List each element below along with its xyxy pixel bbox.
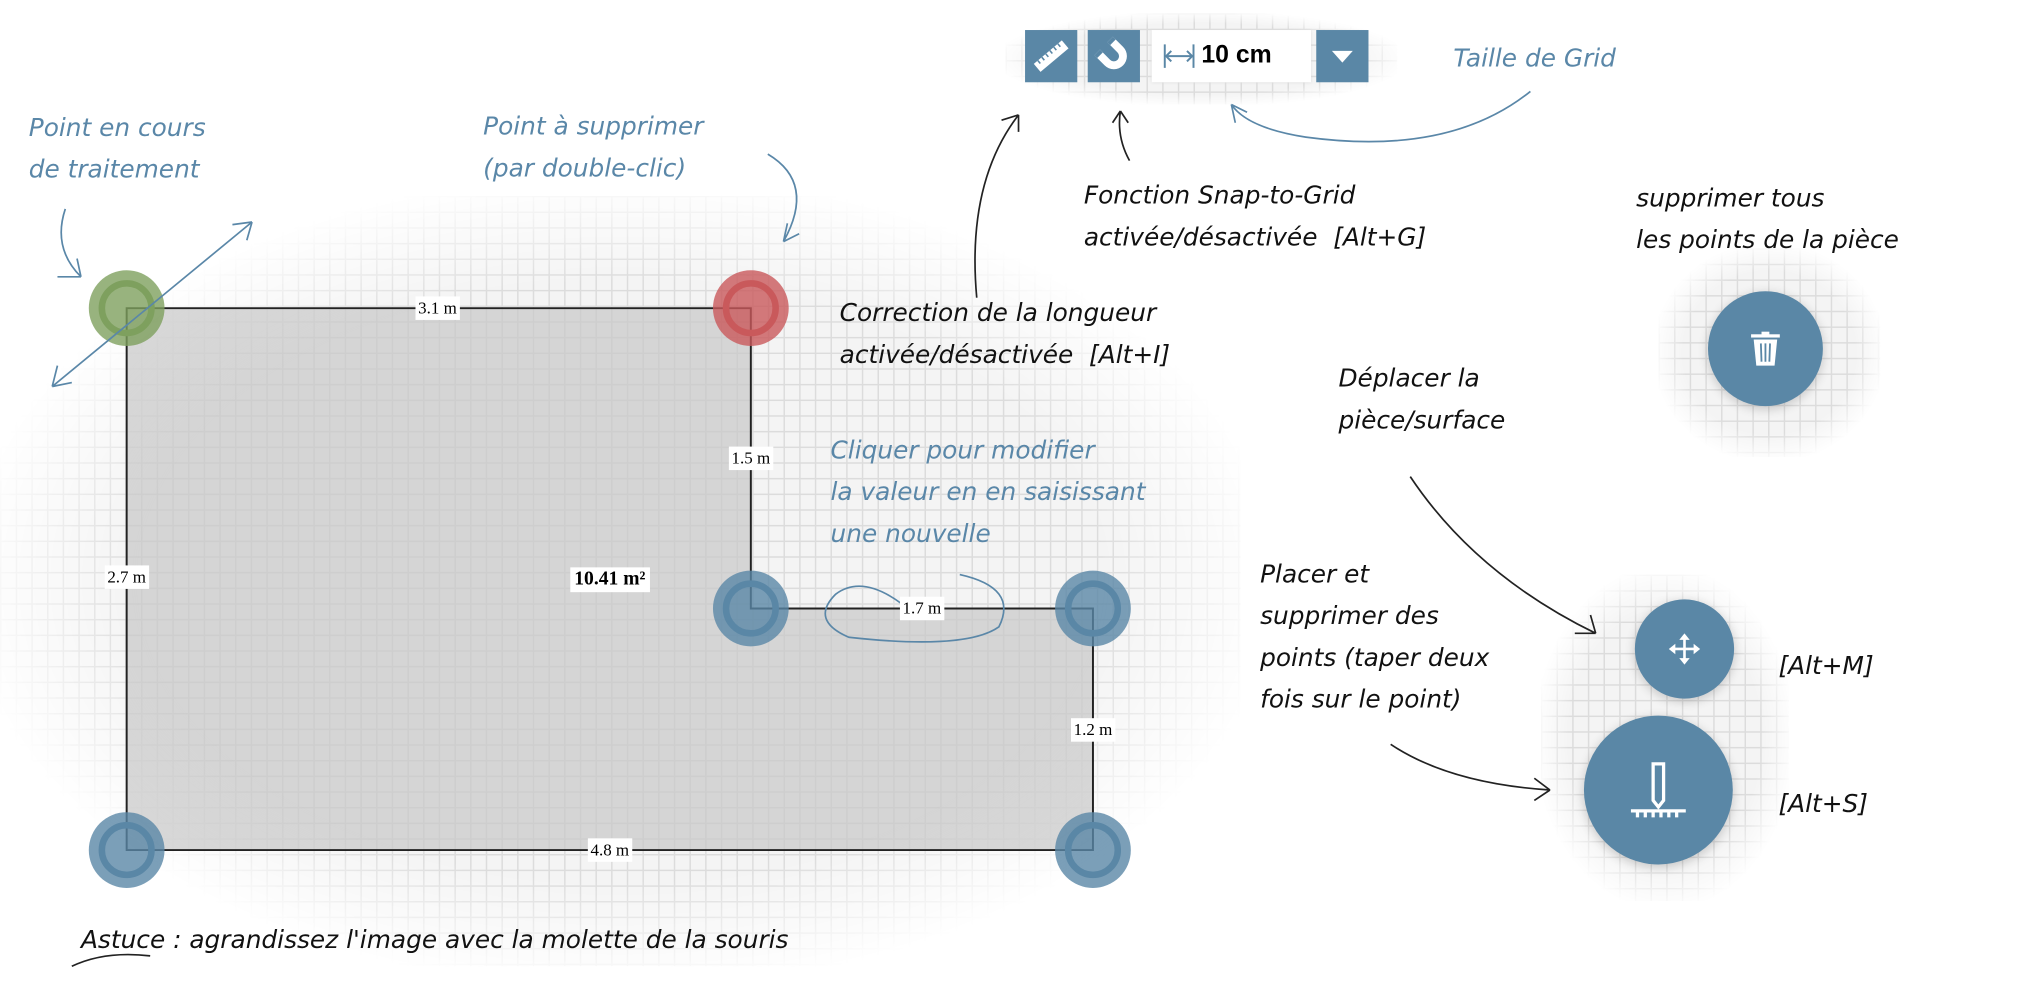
place-points-button[interactable]	[1583, 715, 1733, 865]
move-shortcut: [Alt+M]	[1778, 651, 1874, 681]
point-handle-ring	[98, 822, 155, 879]
note-line: pièce/surface	[1338, 406, 1506, 435]
note-line: supprimer tous	[1636, 184, 1825, 213]
point-handle-ring	[1064, 580, 1122, 637]
note-line: supprimer des	[1260, 601, 1439, 631]
note-line: Point à supprimer	[483, 112, 704, 142]
note-line: Déplacer la	[1338, 364, 1480, 394]
point-handle-ring	[722, 280, 779, 337]
note-grid-size: Taille de Grid	[1453, 44, 1616, 74]
note-place-points: Placer et supprimer des points (taper deux…	[1260, 554, 1489, 721]
note-line: fois sur le point)	[1260, 685, 1462, 715]
note-line: activée/désactivée [Alt+G]	[1083, 223, 1427, 253]
note-line: activée/désactivée [Alt+I]	[839, 340, 1171, 370]
note-line: les points de la pièce	[1636, 225, 1899, 255]
ruler-icon	[1033, 40, 1069, 72]
note-line: points (taper deux	[1260, 643, 1490, 673]
note-line: Point en cours	[28, 113, 206, 143]
note-length-correction: Correction de la longueur activée/désacti…	[840, 292, 1170, 376]
note-line: de traitement	[28, 155, 200, 185]
tip-text: Astuce : agrandissez l'image avec la mol…	[80, 925, 789, 955]
trash-icon	[1751, 331, 1780, 366]
length-correction-arrow	[974, 114, 1020, 298]
room-area: 10.41 m²	[570, 567, 650, 593]
delete-all-points-button[interactable]	[1707, 291, 1823, 407]
current-point-note-arrow	[57, 208, 82, 278]
note-delete-point: Point à supprimer (par double-clic)	[483, 106, 703, 190]
dimension-step[interactable]: 1.7 m	[899, 596, 944, 621]
note-line: (par double-clic)	[483, 154, 687, 183]
note-line: Placer et	[1260, 560, 1370, 589]
note-line: la valeur en en saisissant	[830, 477, 1146, 507]
current-point-arrow	[51, 221, 253, 388]
move-arrow	[1409, 476, 1597, 635]
magnet-icon	[1094, 36, 1127, 70]
snap-to-grid-button[interactable]	[1087, 30, 1140, 83]
dimension-right-upper[interactable]: 1.5 m	[728, 446, 773, 471]
note-line: Fonction Snap-to-Grid	[1083, 181, 1356, 211]
pen-ruler-icon	[1630, 762, 1686, 818]
length-correction-button[interactable]	[1025, 30, 1078, 83]
dimension-left[interactable]: 2.7 m	[104, 565, 149, 589]
dimension-top[interactable]: 3.1 m	[415, 296, 460, 320]
note-edit-value: Cliquer pour modifier la valeur en en sai…	[830, 430, 1145, 555]
dimension-right-lower[interactable]: 1.2 m	[1071, 718, 1115, 742]
grid-size-dropdown-button[interactable]	[1316, 30, 1369, 83]
draw-shortcut: [Alt+S]	[1778, 790, 1869, 819]
note-line: une nouvelle	[830, 519, 991, 549]
point-handle-ring	[722, 580, 779, 637]
snap-arrow	[1111, 110, 1131, 162]
note-snap: Fonction Snap-to-Grid activée/désactivée …	[1084, 175, 1426, 259]
point-handle-ring	[1064, 822, 1122, 879]
note-line: Correction de la longueur	[839, 299, 1157, 328]
tip-underline	[71, 953, 151, 968]
move-arrows-icon	[1668, 633, 1701, 665]
delete-point-note-arrow	[767, 153, 800, 243]
grid-size-arrow	[1230, 90, 1531, 143]
note-move: Déplacer la pièce/surface	[1338, 358, 1505, 442]
grid-size-value: 10 cm	[1201, 41, 1272, 70]
draw-arrow	[1390, 743, 1551, 802]
note-line: Cliquer pour modifier	[830, 436, 1095, 465]
dimension-bottom[interactable]: 4.8 m	[587, 838, 632, 862]
grid-size-field[interactable]: 10 cm	[1151, 30, 1312, 83]
width-arrows-icon	[1163, 44, 1195, 68]
note-current-point: Point en cours de traitement	[29, 107, 206, 191]
note-delete-all: supprimer tous les points de la pièce	[1636, 178, 1899, 262]
move-room-button[interactable]	[1634, 599, 1735, 699]
caret-down-icon	[1331, 50, 1353, 63]
point-handle-ring	[98, 280, 155, 337]
edit-value-loop	[824, 573, 1005, 643]
